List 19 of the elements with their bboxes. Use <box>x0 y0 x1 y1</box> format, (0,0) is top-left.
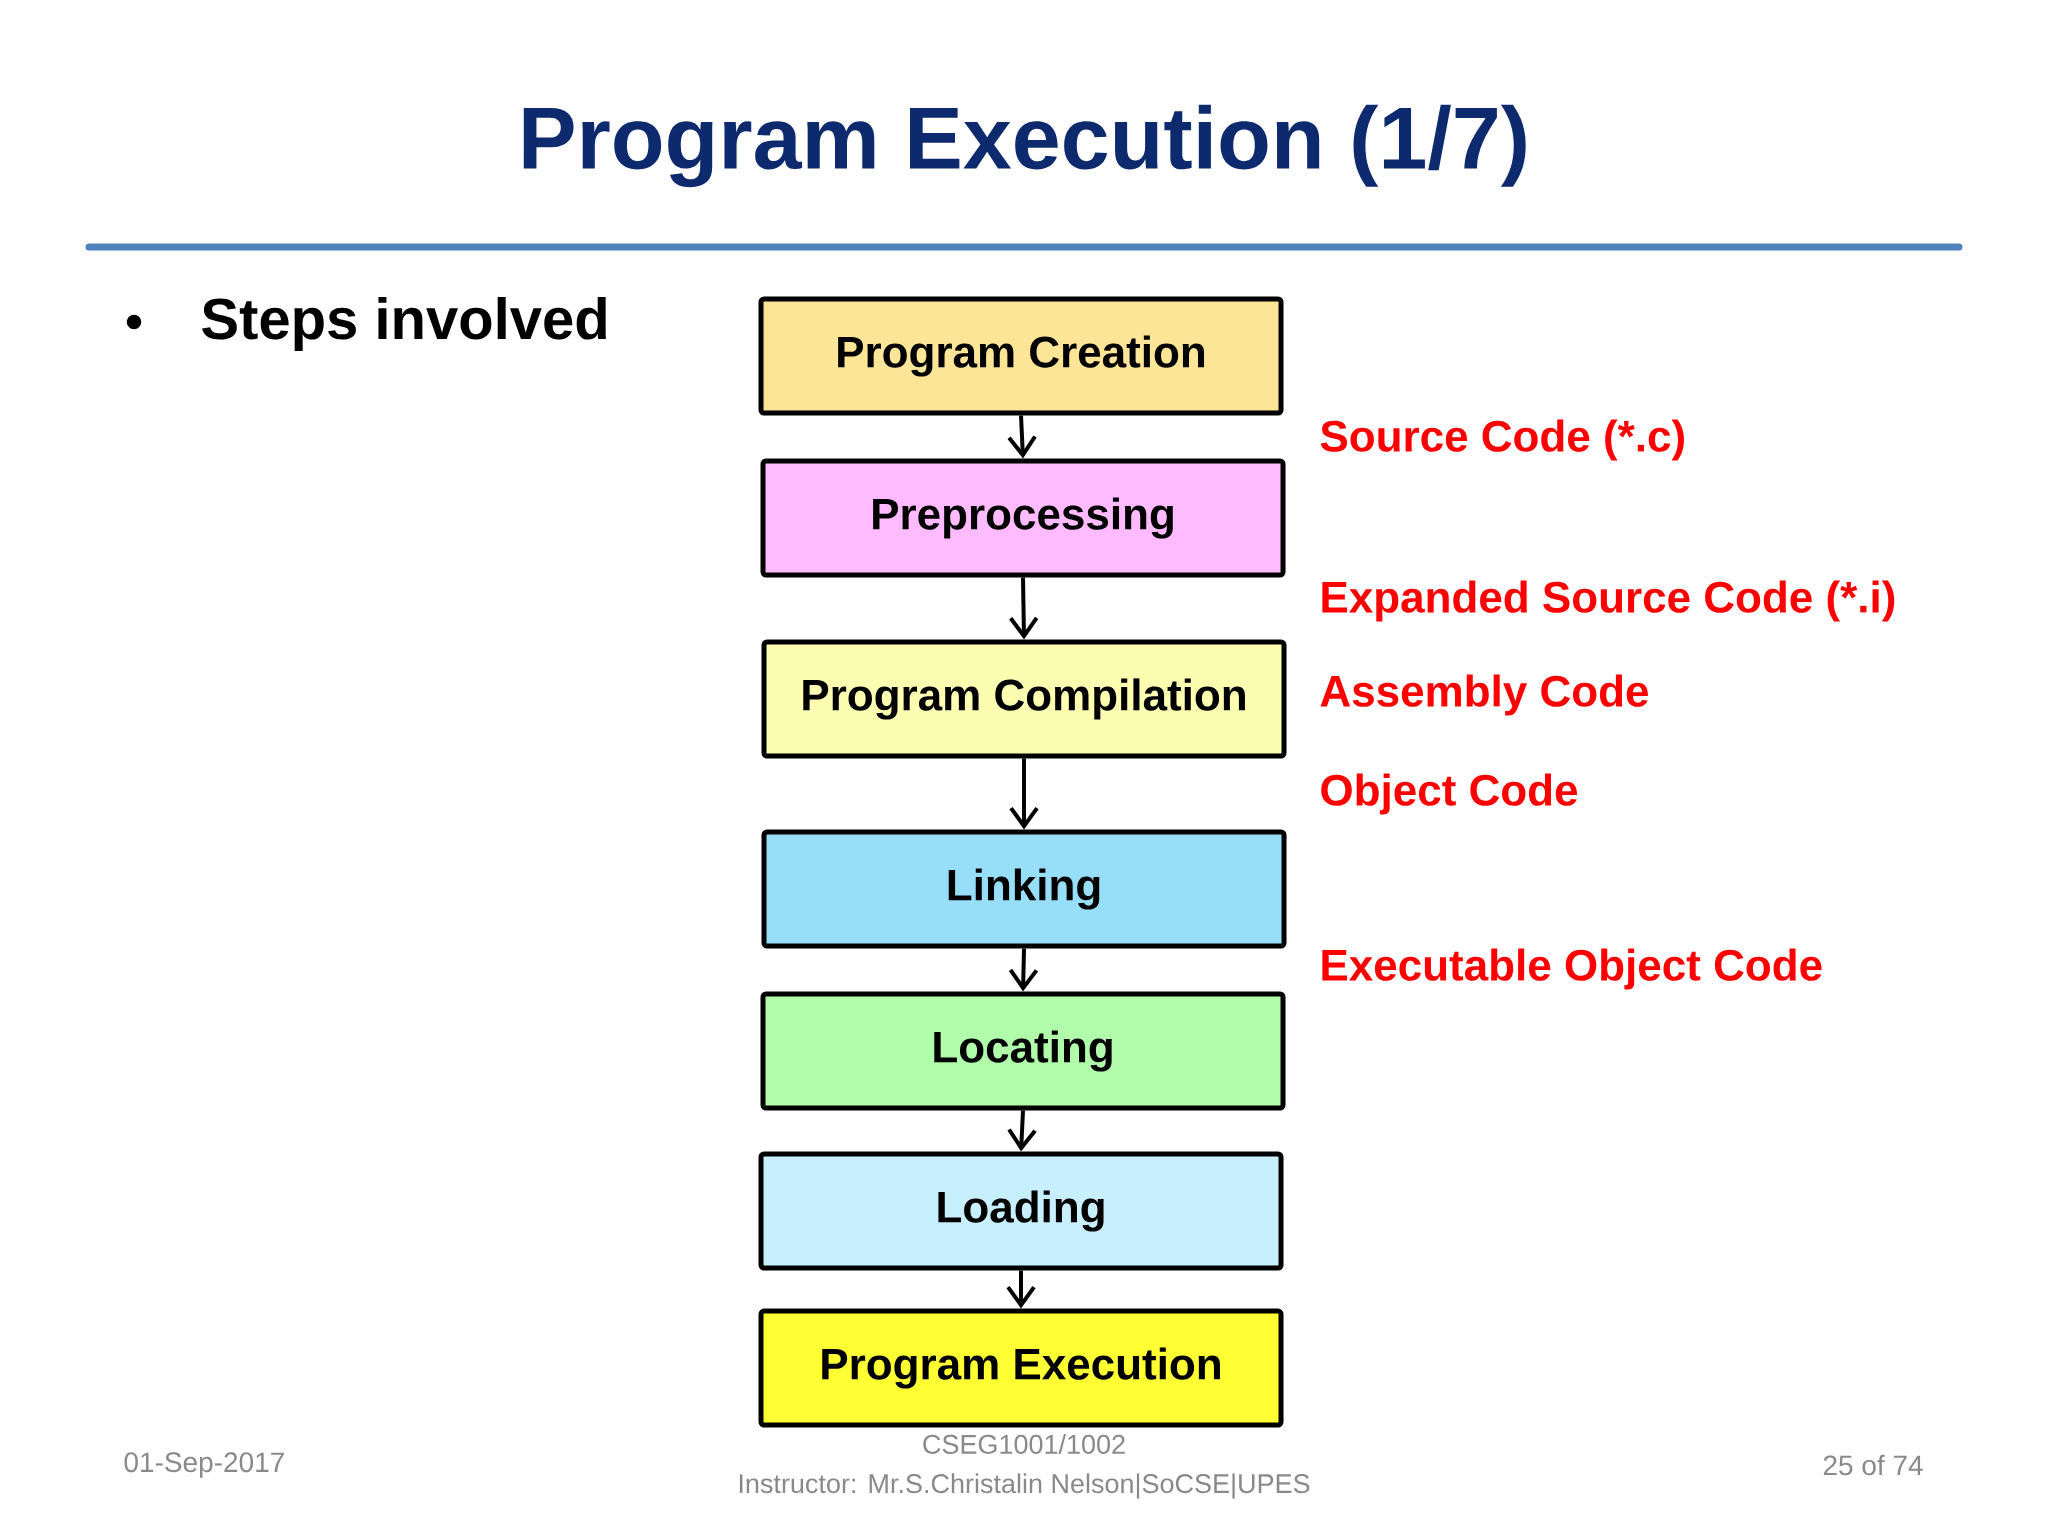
output-label: Object Code <box>1321 773 1578 815</box>
process-box: Program Execution <box>758 1308 1284 1428</box>
page-number: 25 of 74 <box>1823 1454 1923 1476</box>
process-box: Loading <box>758 1151 1284 1271</box>
output-label: Source Code (*.c) <box>1320 419 1684 461</box>
output-label: Executable Object Code <box>1322 948 1822 990</box>
process-box: Locating <box>760 991 1286 1111</box>
arrow <box>1009 758 1039 830</box>
process-box: Preprocessing <box>760 458 1286 578</box>
process-box: Program Compilation <box>761 639 1287 759</box>
process-box: Linking <box>761 829 1287 949</box>
slide-title: Program Execution (1/7) <box>523 104 1526 188</box>
arrow <box>1009 577 1039 640</box>
process-box: Program Creation <box>758 296 1284 416</box>
bullet-text: Steps involved <box>202 296 606 352</box>
output-label: Assembly Code <box>1320 674 1648 716</box>
output-label: Expanded Source Code (*.i) <box>1322 580 1895 622</box>
instructor-text: Instructor: Mr.S.Christalin Nelson|SoCSE|UPES <box>739 1473 1310 1499</box>
date-text: 01-Sep-2017 <box>124 1452 284 1478</box>
